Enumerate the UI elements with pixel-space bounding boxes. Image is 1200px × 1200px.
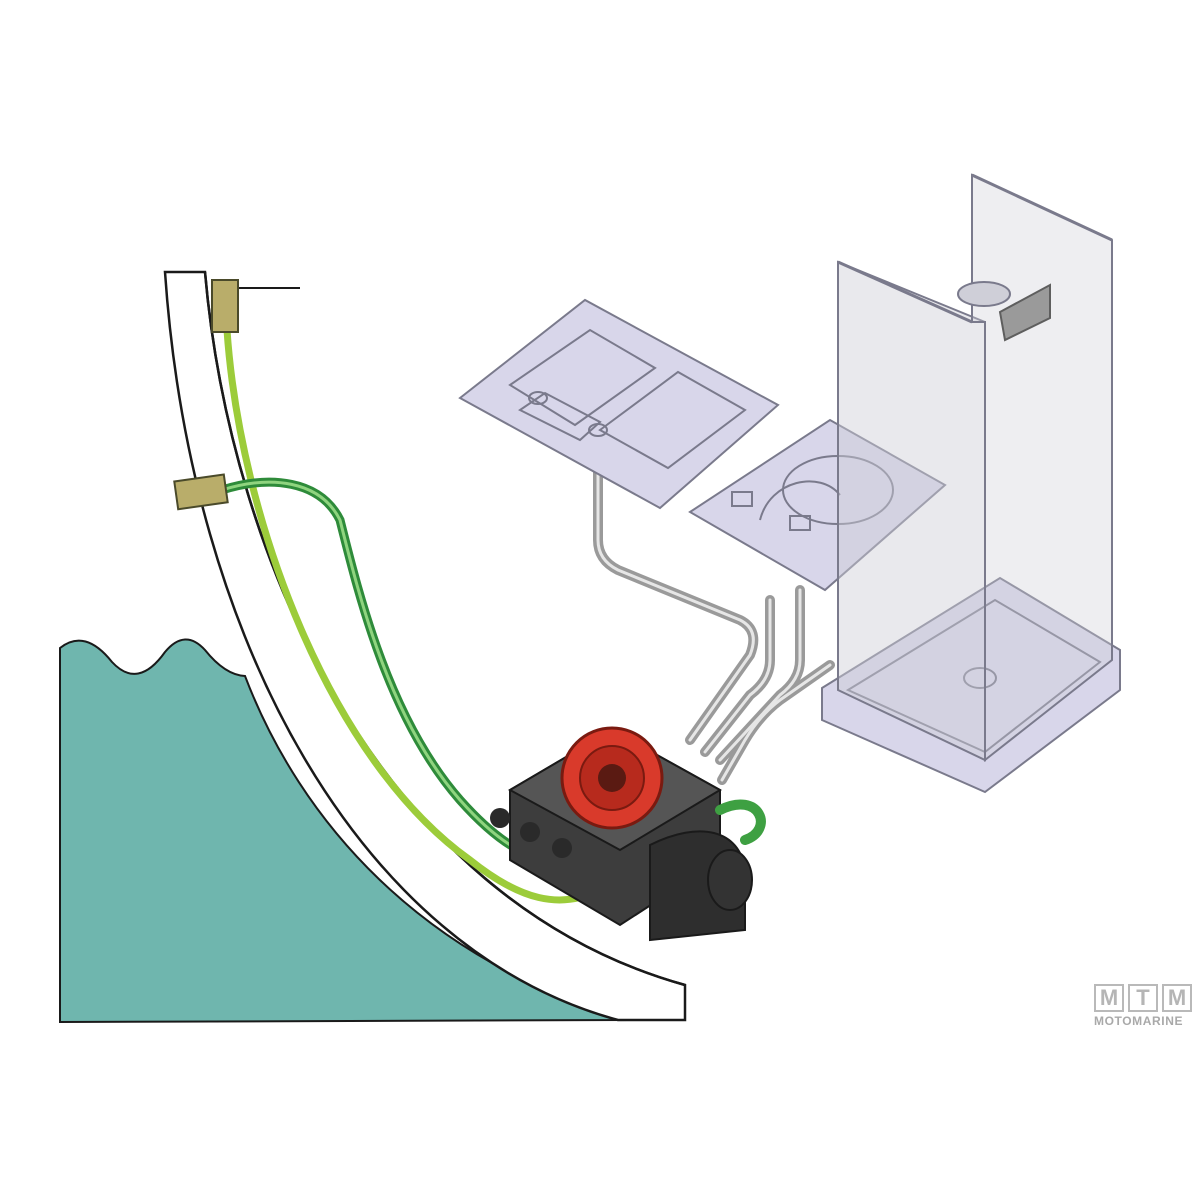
drain-pipes-highlight	[596, 468, 832, 782]
motomarine-logo: M T M MOTOMARINE	[1094, 984, 1196, 1028]
sea-water	[59, 638, 631, 1024]
logo-wordmark: MOTOMARINE	[1094, 1014, 1184, 1028]
shower-enclosure-icon	[821, 173, 1121, 794]
intake-hose-highlight	[220, 480, 562, 864]
logo-letter-m2: M	[1162, 984, 1192, 1012]
pump-icon	[490, 726, 766, 942]
double-sink-icon	[458, 298, 780, 510]
logo-letter-m: M	[1094, 984, 1124, 1012]
logo-letter-t: T	[1128, 984, 1158, 1012]
through-hull-fitting-icon	[173, 279, 239, 511]
